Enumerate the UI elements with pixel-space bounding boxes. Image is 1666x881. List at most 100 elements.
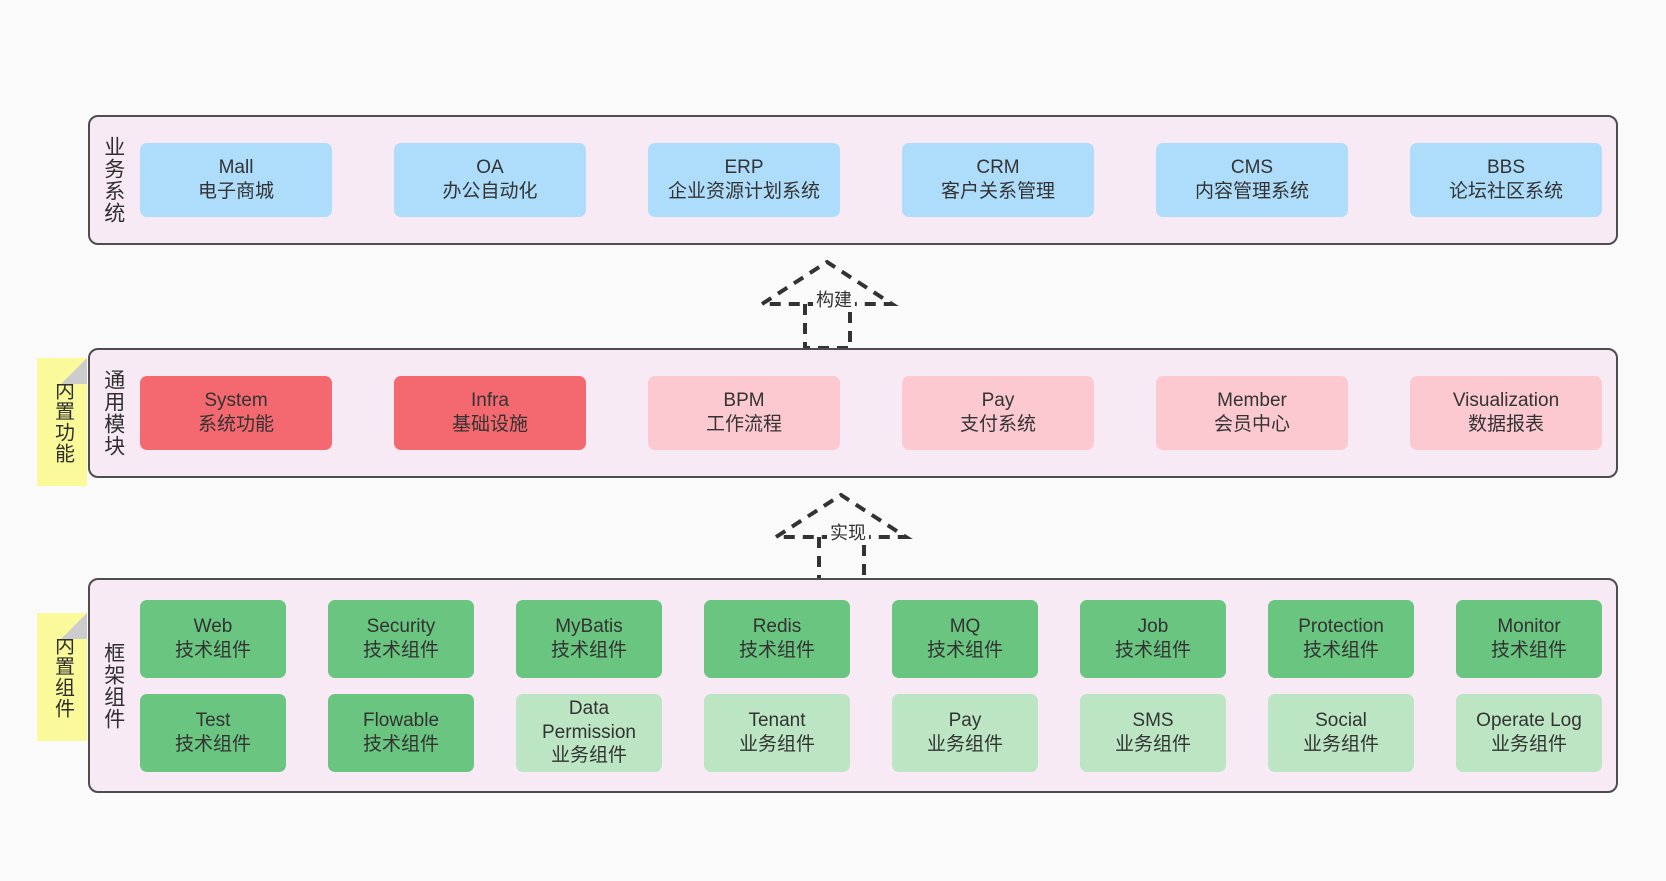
node-title: Monitor	[1497, 615, 1561, 637]
node-subtitle: 业务组件	[1114, 733, 1191, 755]
node-operate-log[interactable]: Operate Log 业务组件	[1456, 693, 1602, 772]
node-pay-business[interactable]: Pay 业务组件	[892, 693, 1038, 772]
note-builtin-component: 内置组件	[37, 613, 87, 741]
node-erp[interactable]: ERP 企业资源计划系统	[648, 143, 840, 217]
node-subtitle: 论坛社区系统	[1448, 181, 1563, 202]
node-subtitle: 技术组件	[1490, 639, 1567, 661]
node-subtitle: 会员中心	[1213, 414, 1290, 435]
node-subtitle: 业务组件	[1302, 733, 1379, 755]
node-crm[interactable]: CRM 客户关系管理	[902, 143, 1094, 217]
node-subtitle: 技术组件	[362, 733, 439, 755]
layer-common-module[interactable]: 通用模块 System 系统功能 Infra 基础设施 BPM 工作流程 Pay…	[88, 348, 1618, 478]
node-title: Flowable	[362, 709, 440, 731]
node-pay[interactable]: Pay 支付系统	[902, 376, 1094, 450]
node-title: CRM	[976, 157, 1020, 179]
node-subtitle: 技术组件	[174, 733, 251, 755]
connector-build-label: 构建	[813, 286, 855, 312]
node-title: Tenant	[748, 709, 806, 731]
node-web[interactable]: Web 技术组件	[140, 599, 286, 678]
node-redis[interactable]: Redis 技术组件	[704, 599, 850, 678]
node-title: ERP	[724, 157, 764, 179]
node-sms[interactable]: SMS 业务组件	[1080, 693, 1226, 772]
node-title: Test	[195, 709, 231, 731]
note-text: 内置组件	[51, 635, 74, 719]
node-title: Infra	[470, 390, 510, 412]
node-subtitle: 业务组件	[1490, 733, 1567, 755]
node-title: SMS	[1132, 709, 1174, 731]
node-title: Mall	[218, 157, 254, 179]
node-row-business: Test 技术组件 Flowable 技术组件 Data Permission …	[140, 693, 1602, 772]
node-title: MyBatis	[555, 615, 623, 637]
node-subtitle: 工作流程	[705, 414, 782, 435]
node-title: MQ	[949, 615, 981, 637]
node-subtitle: 业务组件	[738, 733, 815, 755]
node-security[interactable]: Security 技术组件	[328, 599, 474, 678]
node-subtitle: 客户关系管理	[940, 181, 1055, 202]
layer-title-framework-component: 框架组件	[101, 641, 125, 730]
node-subtitle: 技术组件	[1302, 639, 1379, 661]
node-title: Pay	[948, 709, 982, 731]
layer-framework-component[interactable]: 框架组件 Web 技术组件 Security 技术组件 MyBatis 技术组件…	[88, 578, 1618, 793]
node-subtitle: 电子商城	[197, 181, 274, 202]
node-bpm[interactable]: BPM 工作流程	[648, 376, 840, 450]
node-mall[interactable]: Mall 电子商城	[140, 143, 332, 217]
connector-implement: 实现	[769, 491, 952, 583]
node-mq[interactable]: MQ 技术组件	[892, 599, 1038, 678]
node-title: BPM	[723, 390, 765, 412]
node-cms[interactable]: CMS 内容管理系统	[1156, 143, 1348, 217]
layer-title-business-system: 业务系统	[101, 136, 125, 224]
node-oa[interactable]: OA 办公自动化	[394, 143, 586, 217]
node-subtitle: 技术组件	[926, 639, 1003, 661]
node-subtitle: 技术组件	[362, 639, 439, 661]
node-member[interactable]: Member 会员中心	[1156, 376, 1348, 450]
note-text: 内置功能	[51, 380, 74, 464]
node-title: System	[204, 390, 268, 412]
node-protection[interactable]: Protection 技术组件	[1268, 599, 1414, 678]
node-visualization[interactable]: Visualization 数据报表	[1410, 376, 1602, 450]
node-subtitle: 企业资源计划系统	[667, 181, 820, 202]
node-title: CMS	[1230, 157, 1274, 179]
node-title: Web	[193, 615, 233, 637]
node-title: Protection	[1298, 615, 1384, 637]
layer-body-common-module: System 系统功能 Infra 基础设施 BPM 工作流程 Pay 支付系统…	[136, 350, 1616, 476]
node-subtitle: 办公自动化	[442, 181, 538, 202]
node-subtitle: 技术组件	[1114, 639, 1191, 661]
node-title: Job	[1137, 615, 1169, 637]
node-title: Operate Log	[1476, 709, 1582, 731]
node-bbs[interactable]: BBS 论坛社区系统	[1410, 143, 1602, 217]
node-title: OA	[476, 157, 504, 179]
node-title: Redis	[752, 615, 802, 637]
node-data-permission[interactable]: Data Permission 业务组件	[516, 693, 662, 772]
node-subtitle: 技术组件	[550, 639, 627, 661]
node-job[interactable]: Job 技术组件	[1080, 599, 1226, 678]
node-flowable[interactable]: Flowable 技术组件	[328, 693, 474, 772]
node-subtitle: 业务组件	[550, 745, 627, 767]
node-title: Data Permission	[542, 697, 636, 743]
layer-body-business-system: Mall 电子商城 OA 办公自动化 ERP 企业资源计划系统 CRM 客户关系…	[136, 117, 1616, 243]
node-row-technical: Web 技术组件 Security 技术组件 MyBatis 技术组件 Redi…	[140, 599, 1602, 678]
node-subtitle: 系统功能	[197, 414, 274, 435]
layer-title-common-module: 通用模块	[101, 369, 125, 457]
node-tenant[interactable]: Tenant 业务组件	[704, 693, 850, 772]
node-mybatis[interactable]: MyBatis 技术组件	[516, 599, 662, 678]
node-social[interactable]: Social 业务组件	[1268, 693, 1414, 772]
layer-business-system[interactable]: 业务系统 Mall 电子商城 OA 办公自动化 ERP 企业资源计划系统 CRM…	[88, 115, 1618, 245]
node-subtitle: 技术组件	[174, 639, 251, 661]
node-title: Visualization	[1452, 390, 1560, 412]
node-subtitle: 基础设施	[451, 414, 528, 435]
node-row: Mall 电子商城 OA 办公自动化 ERP 企业资源计划系统 CRM 客户关系…	[140, 143, 1602, 217]
node-infra[interactable]: Infra 基础设施	[394, 376, 586, 450]
node-title: Member	[1217, 390, 1287, 412]
layer-body-framework-component: Web 技术组件 Security 技术组件 MyBatis 技术组件 Redi…	[136, 580, 1616, 791]
node-title: Social	[1315, 709, 1367, 731]
node-subtitle: 支付系统	[959, 414, 1036, 435]
node-subtitle: 内容管理系统	[1194, 181, 1309, 202]
node-system[interactable]: System 系统功能	[140, 376, 332, 450]
connector-build: 构建	[755, 258, 938, 350]
note-builtin-feature: 内置功能	[37, 358, 87, 486]
node-monitor[interactable]: Monitor 技术组件	[1456, 599, 1602, 678]
node-test[interactable]: Test 技术组件	[140, 693, 286, 772]
node-row: System 系统功能 Infra 基础设施 BPM 工作流程 Pay 支付系统…	[140, 376, 1602, 450]
node-subtitle: 业务组件	[926, 733, 1003, 755]
